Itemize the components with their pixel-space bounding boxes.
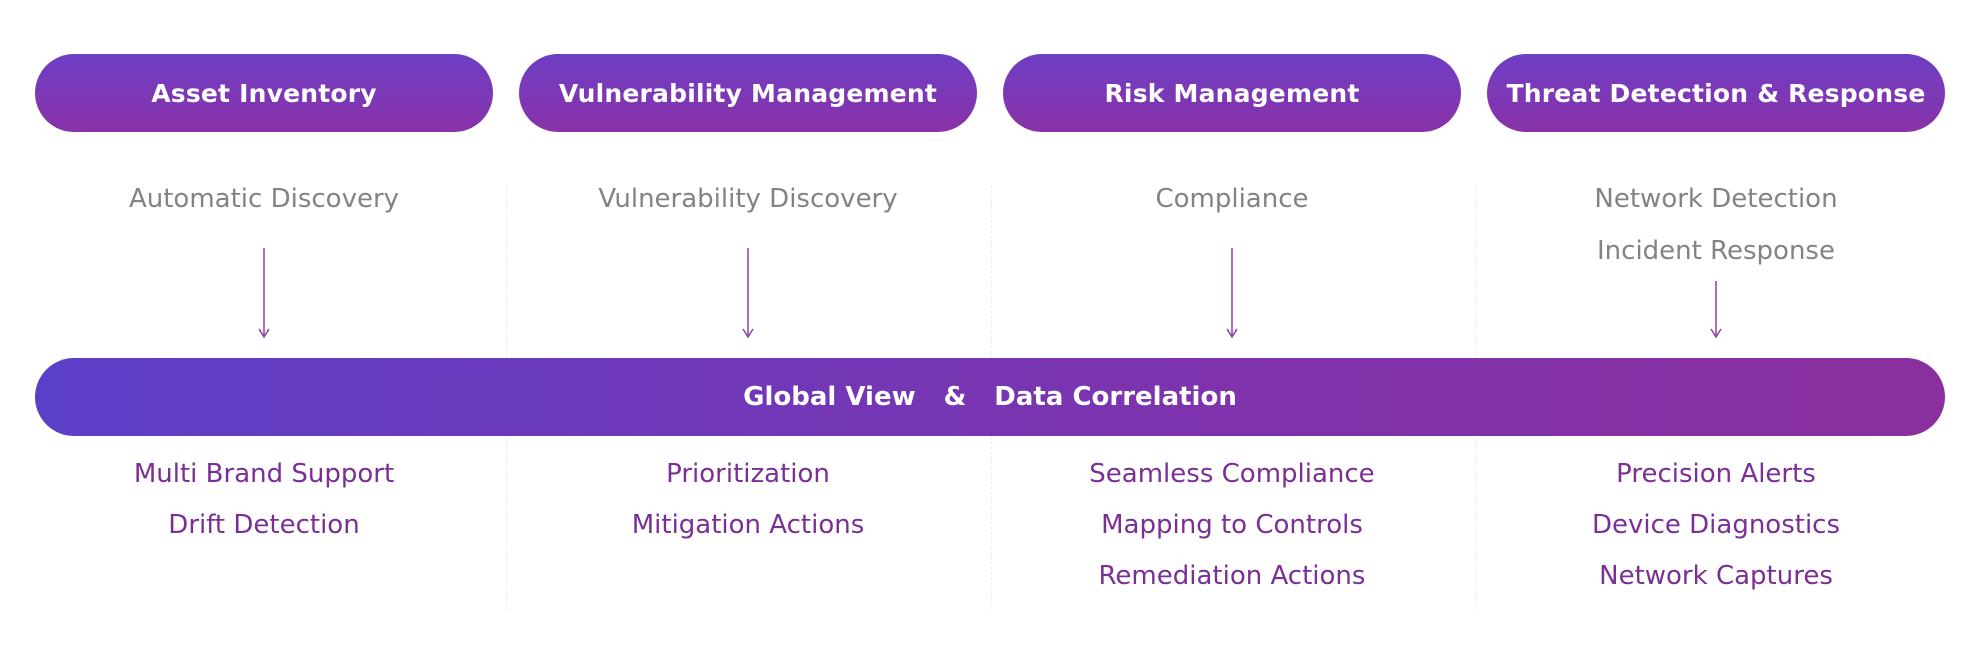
feature-item: Compliance bbox=[1155, 184, 1309, 214]
down-arrow-icon bbox=[742, 248, 754, 339]
benefit-item: Network Captures bbox=[1599, 561, 1833, 591]
pill-label: Vulnerability Management bbox=[558, 78, 938, 108]
pill-label: Threat Detection & Response bbox=[1506, 78, 1926, 108]
benefit-item: Multi Brand Support bbox=[133, 459, 395, 489]
global-view-label: Global View bbox=[743, 382, 916, 412]
feature-item: Vulnerability Discovery bbox=[598, 184, 898, 214]
data-correlation-label: Data Correlation bbox=[994, 382, 1237, 412]
pill-threat-detection-response: Threat Detection & Response bbox=[1487, 54, 1945, 132]
benefit-item: Remediation Actions bbox=[1098, 561, 1366, 591]
benefit-item: Seamless Compliance bbox=[1089, 459, 1375, 489]
ampersand-separator: & bbox=[943, 382, 967, 412]
pill-label: Asset Inventory bbox=[151, 78, 377, 108]
benefit-item: Precision Alerts bbox=[1616, 459, 1816, 489]
benefits-threat-detection-response: Precision Alerts Device Diagnostics Netw… bbox=[1486, 449, 1946, 602]
benefits-risk-management: Seamless Compliance Mapping to Controls … bbox=[1002, 449, 1462, 602]
down-arrow-icon bbox=[258, 248, 270, 339]
pill-label: Risk Management bbox=[1104, 78, 1360, 108]
benefit-item: Device Diagnostics bbox=[1591, 510, 1841, 540]
benefit-item: Prioritization bbox=[666, 459, 830, 489]
feature-item: Incident Response bbox=[1597, 236, 1835, 266]
down-arrow-icon bbox=[1710, 281, 1722, 339]
benefits-vulnerability-management: Prioritization Mitigation Actions bbox=[518, 449, 978, 551]
pill-asset-inventory: Asset Inventory bbox=[35, 54, 493, 132]
features-risk-management: Compliance bbox=[1002, 173, 1462, 225]
pill-vulnerability-management: Vulnerability Management bbox=[519, 54, 977, 132]
global-view-bar: Global View & Data Correlation bbox=[35, 358, 1945, 436]
benefits-asset-inventory: Multi Brand Support Drift Detection bbox=[34, 449, 494, 551]
benefit-item: Mitigation Actions bbox=[631, 510, 865, 540]
down-arrow-icon bbox=[1226, 248, 1238, 339]
features-asset-inventory: Automatic Discovery bbox=[34, 173, 494, 225]
features-threat-detection-response: Network Detection Incident Response bbox=[1486, 173, 1946, 277]
benefit-item: Mapping to Controls bbox=[1101, 510, 1363, 540]
pill-risk-management: Risk Management bbox=[1003, 54, 1461, 132]
feature-item: Automatic Discovery bbox=[128, 184, 400, 214]
feature-item: Network Detection bbox=[1594, 184, 1838, 214]
features-vulnerability-management: Vulnerability Discovery bbox=[518, 173, 978, 225]
benefit-item: Drift Detection bbox=[168, 510, 360, 540]
